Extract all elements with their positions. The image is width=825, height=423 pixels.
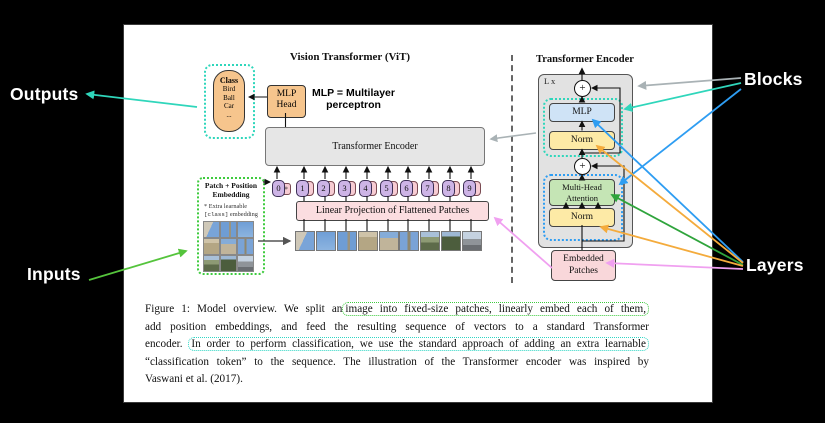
blocks-label: Blocks — [744, 69, 803, 89]
caption-green-highlight: image into fixed-size patches, linearly … — [342, 302, 649, 316]
ppe-note-line2: [class] embedding — [204, 211, 263, 219]
multi-head-attention-box: Multi-Head Attention — [549, 179, 615, 206]
linear-projection-box: Linear Projection of Flattened Patches — [296, 201, 489, 221]
token-0: 0 — [272, 180, 285, 197]
mha-line2: Attention — [565, 192, 599, 203]
mlp-head-box: MLP Head — [267, 85, 306, 118]
token-2: 2 — [317, 180, 330, 197]
mlp-head-line1: MLP — [276, 89, 297, 99]
class-token-code: [class] — [204, 210, 229, 218]
embedded-patches-box: Embedded Patches — [551, 250, 616, 281]
caption-line-4: “classification token” to the sequence. … — [145, 354, 649, 372]
embedded-line1: Embedded — [563, 254, 604, 264]
mlp-note-line2: perceptron — [326, 99, 381, 111]
class-output-highlight-box — [204, 64, 255, 139]
token-4: 4 — [359, 180, 372, 197]
caption-text: “classification token” to the sequence. … — [145, 355, 649, 368]
mha-line1: Multi-Head — [562, 182, 602, 192]
norm-bottom-box: Norm — [549, 208, 615, 227]
caption-teal-highlight: In order to perform classification, we u… — [188, 337, 649, 351]
token-8: 8 — [442, 180, 455, 197]
ppe-note-line1: * Extra learnable — [204, 203, 248, 210]
class-output-box: Class Bird Ball Car ... — [213, 70, 245, 132]
caption-text: Vaswani et al. (2017). — [145, 373, 243, 385]
mlp-box: MLP — [549, 103, 615, 122]
caption-line-5: Vaswani et al. (2017). — [145, 371, 649, 389]
token-7: 7 — [421, 180, 434, 197]
transformer-encoder-title: Transformer Encoder — [536, 54, 634, 65]
mlp-note-line1: MLP = Multilayer — [312, 87, 395, 99]
token-3: 3 — [338, 180, 351, 197]
embedded-line2: Patches — [568, 266, 599, 276]
token-6: 6 — [400, 180, 413, 197]
caption-text: add position embeddings, and feed the re… — [145, 320, 649, 333]
patch-position-highlight-box: Patch + Position Embedding * Extra learn… — [197, 177, 265, 275]
inputs-label: Inputs — [27, 264, 81, 284]
ppe-title-line2: Embedding — [212, 189, 250, 199]
caption-line-2: add position embeddings, and feed the re… — [145, 319, 649, 337]
class-item: Car — [223, 102, 235, 110]
class-header: Class — [219, 76, 239, 85]
token-5: 5 — [380, 180, 393, 197]
ppe-title-line1: Patch + Position — [204, 181, 258, 190]
token-9: 9 — [463, 180, 476, 197]
mlp-head-line2: Head — [276, 100, 297, 110]
layers-label: Layers — [746, 255, 804, 275]
class-item: Ball — [223, 93, 235, 102]
norm-top-box: Norm — [549, 131, 615, 150]
ppe-note-suffix: embedding — [228, 210, 258, 218]
transformer-encoder-box: Transformer Encoder — [265, 127, 485, 166]
lx-label: L x — [544, 76, 556, 86]
caption-text: encoder. — [145, 338, 183, 350]
class-item: Bird — [222, 85, 236, 93]
dashed-divider — [511, 55, 513, 283]
residual-add-top: + — [574, 80, 591, 97]
mlp-note: MLP = Multilayer perceptron — [306, 87, 401, 111]
residual-add-bottom: + — [574, 158, 591, 175]
vit-title: Vision Transformer (ViT) — [289, 51, 411, 63]
outputs-label: Outputs — [10, 84, 79, 104]
caption-text: Figure 1: Model overview. We split an — [145, 303, 343, 315]
caption-line-3: encoder. In order to perform classificat… — [145, 336, 649, 354]
class-item: ... — [226, 110, 232, 119]
token-1: 1 — [296, 180, 309, 197]
